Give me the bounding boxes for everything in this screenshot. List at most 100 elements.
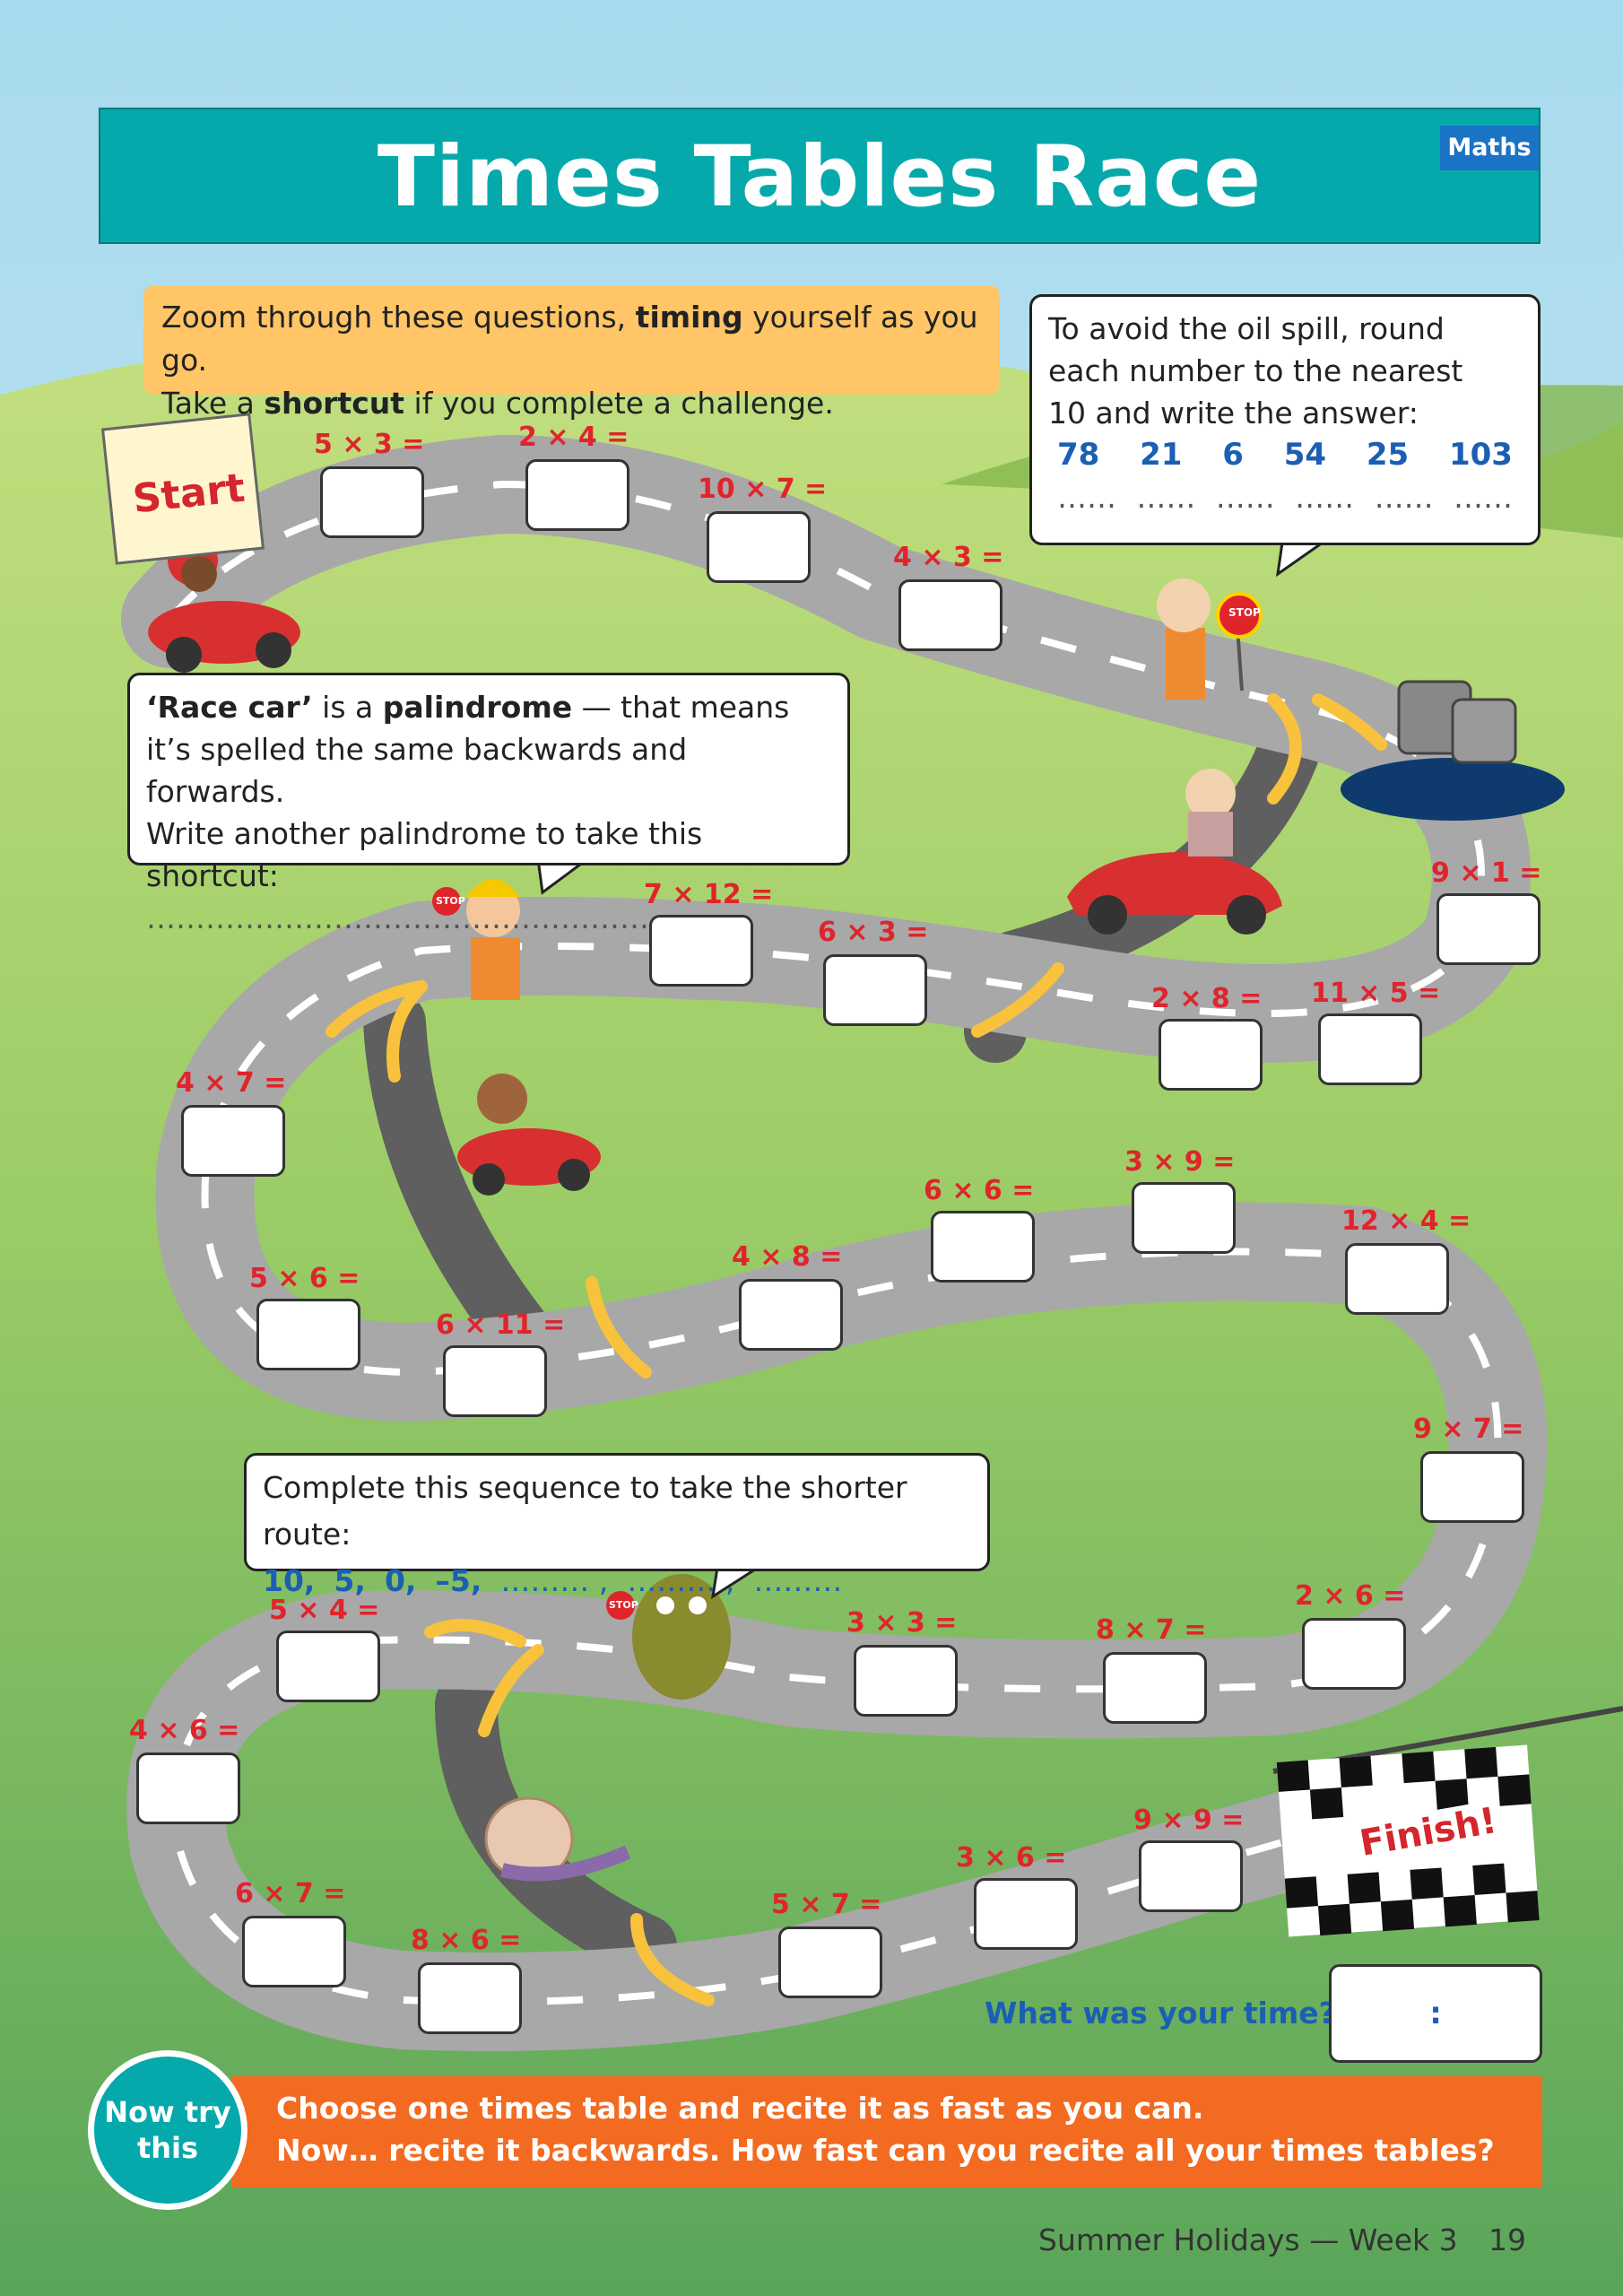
challenge-text: is a (312, 690, 383, 725)
question-label: 2 × 6 = (1295, 1580, 1406, 1612)
answer-box[interactable] (181, 1105, 285, 1177)
answer-box[interactable] (854, 1645, 958, 1717)
stop-sign-label: STOP (1228, 606, 1261, 619)
time-answer-box[interactable]: : (1329, 1964, 1542, 2063)
question-label: 4 × 6 = (129, 1715, 240, 1746)
answer-box[interactable] (1345, 1243, 1449, 1315)
round-number: 54 (1283, 437, 1327, 473)
answer-box[interactable] (823, 954, 927, 1026)
time-question-label: What was your time? (985, 1996, 1336, 2031)
question-label: 8 × 6 = (411, 1925, 522, 1956)
question-label: 8 × 7 = (1096, 1614, 1207, 1646)
round-number: 21 (1140, 437, 1183, 473)
answer-blank[interactable]: …… (1136, 480, 1196, 515)
question-label: 10 × 7 = (698, 474, 828, 505)
oil-barrels-icon (1341, 680, 1565, 821)
question-label: 4 × 7 = (176, 1067, 287, 1099)
answer-box[interactable] (418, 1962, 522, 2034)
challenge-text: 10 and write the answer: (1048, 396, 1419, 430)
sequence-term: 0, (384, 1563, 417, 1598)
answer-box[interactable] (1318, 1013, 1422, 1085)
subject-badge: Maths (1440, 126, 1539, 170)
now-try-line: Now… recite it backwards. How fast can y… (276, 2133, 1495, 2168)
answer-box[interactable] (525, 459, 629, 531)
answer-blank[interactable]: …… (1057, 480, 1116, 515)
answer-box[interactable] (1159, 1019, 1263, 1091)
answer-box[interactable] (242, 1916, 346, 1987)
intro-text-part: Zoom through these questions, (161, 300, 636, 335)
palindrome-keyword: palindrome (382, 690, 573, 725)
answer-box[interactable] (1103, 1652, 1207, 1724)
answer-box[interactable] (256, 1299, 360, 1370)
question-label: 2 × 8 = (1151, 983, 1263, 1014)
green-monster-icon (606, 1574, 731, 1700)
intro-bold-timing: timing (635, 300, 743, 335)
stop-sign-label: STOP (609, 1599, 638, 1611)
oil-spill-challenge: To avoid the oil spill, round each numbe… (1029, 294, 1541, 545)
answer-blank[interactable]: …… (1295, 480, 1355, 515)
question-label: 9 × 7 = (1413, 1413, 1524, 1445)
construction-worker-icon (432, 879, 520, 1000)
question-label: 11 × 5 = (1311, 978, 1441, 1009)
challenge-text: it’s spelled the same backwards and forw… (146, 732, 688, 809)
page-title: Times Tables Race (377, 128, 1263, 226)
palindrome-answer-blank[interactable]: …………………………………………… (146, 900, 649, 935)
answer-box[interactable] (443, 1345, 547, 1417)
answer-box[interactable] (1139, 1840, 1243, 1912)
intro-bold-shortcut: shortcut (264, 386, 405, 421)
sequence-term: –5, (435, 1563, 482, 1598)
footer-text: Summer Holidays — Week 3 (1038, 2222, 1458, 2257)
now-try-badge-text: this (136, 2131, 199, 2165)
round-number: 6 (1222, 437, 1244, 473)
question-label: 5 × 4 = (269, 1595, 380, 1626)
question-label: 5 × 7 = (771, 1889, 882, 1920)
question-label: 3 × 6 = (956, 1842, 1067, 1874)
time-separator: : (1429, 1996, 1442, 2031)
question-label: 6 × 7 = (235, 1878, 346, 1909)
sequence-term: 10, (263, 1563, 316, 1598)
question-label: 12 × 4 = (1341, 1205, 1471, 1237)
answer-box[interactable] (778, 1926, 882, 1998)
dog-car-icon (457, 1074, 601, 1196)
palindrome-term: ‘Race car’ (146, 690, 313, 725)
answer-row: …… …… …… …… …… …… (1048, 476, 1522, 518)
sequence-blank[interactable]: ……… (753, 1563, 843, 1598)
sequence-term: 5, (334, 1563, 366, 1598)
stop-sign-label: STOP (436, 895, 465, 907)
question-label: 5 × 3 = (314, 429, 425, 460)
answer-box[interactable] (931, 1211, 1035, 1283)
answer-box[interactable] (649, 915, 753, 987)
title-banner: Times Tables Race Maths (99, 108, 1541, 244)
answer-box[interactable] (1132, 1182, 1236, 1254)
sequence-blank[interactable]: ……… , (500, 1563, 609, 1598)
challenge-text: each number to the nearest (1048, 353, 1463, 388)
answer-box[interactable] (739, 1279, 843, 1351)
answer-box[interactable] (898, 579, 1002, 651)
grandma-car-icon (1067, 769, 1282, 935)
answer-box[interactable] (1420, 1451, 1524, 1523)
answer-blank[interactable]: …… (1453, 480, 1513, 515)
intro-text: Zoom through these questions, timing you… (143, 285, 1000, 421)
answer-blank[interactable]: …… (1374, 480, 1434, 515)
now-try-line: Choose one times table and recite it as … (276, 2091, 1204, 2126)
answer-box[interactable] (1302, 1618, 1406, 1690)
sequence-blank[interactable]: ……… , (627, 1563, 735, 1598)
answer-box[interactable] (707, 511, 811, 583)
question-label: 4 × 3 = (893, 542, 1004, 573)
round-number: 103 (1448, 437, 1513, 473)
snail-icon (484, 1796, 631, 1882)
question-label: 4 × 8 = (732, 1241, 843, 1273)
answer-box[interactable] (136, 1752, 240, 1824)
answer-box[interactable] (320, 466, 424, 538)
start-sign-icon (100, 413, 265, 565)
question-label: 6 × 11 = (436, 1309, 566, 1341)
challenge-text: To avoid the oil spill, round (1048, 311, 1445, 346)
answer-box[interactable] (974, 1878, 1078, 1950)
challenge-text: Write another palindrome to take this sh… (146, 816, 703, 893)
lollipop-lady-icon (1157, 578, 1263, 700)
answer-box[interactable] (276, 1631, 380, 1702)
answer-blank[interactable]: …… (1215, 480, 1275, 515)
round-number: 25 (1366, 437, 1410, 473)
question-label: 7 × 12 = (644, 879, 774, 910)
answer-box[interactable] (1436, 893, 1541, 965)
